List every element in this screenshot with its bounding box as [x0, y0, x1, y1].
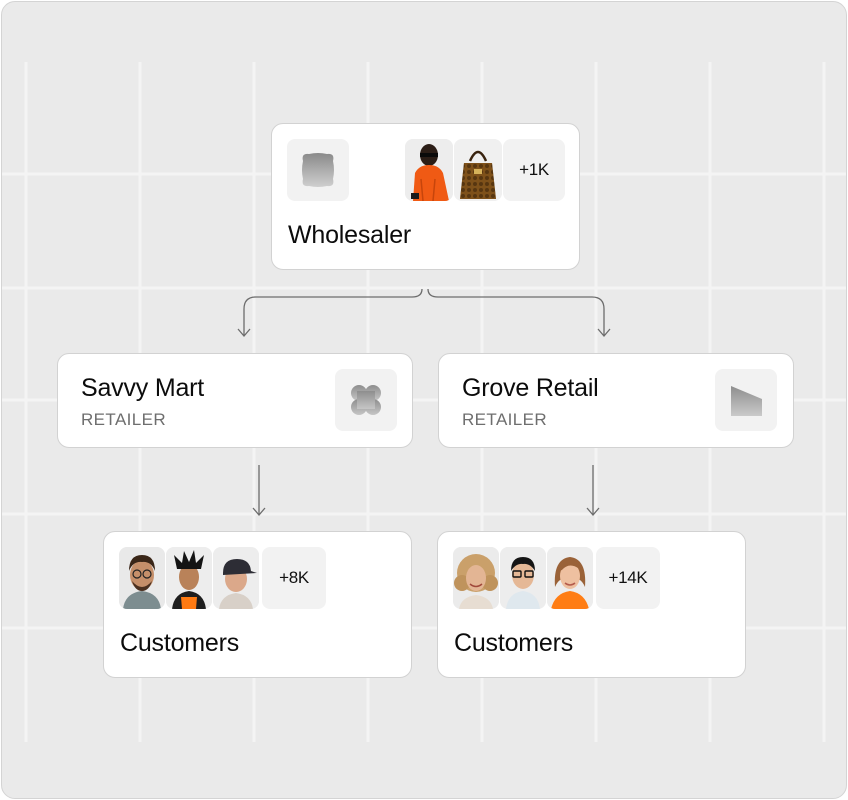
- photo-woman-orange-top: [547, 547, 593, 609]
- connector-wholesaler-to-savvy-mart: [243, 288, 423, 336]
- retailer-role: RETAILER: [81, 410, 167, 429]
- wholesaler-count-badge: +1K: [503, 139, 565, 201]
- photo-man-glasses-shirt: [500, 547, 546, 609]
- wholesaler-card[interactable]: +1K Wholesaler: [271, 123, 580, 270]
- customers-title: Customers: [120, 629, 240, 657]
- customers-card-grove-retail[interactable]: +14K Customers: [437, 531, 746, 678]
- retailer-card-savvy-mart[interactable]: Savvy Mart RETAILER: [57, 353, 413, 448]
- customers-count-badge: +8K: [262, 547, 326, 609]
- retailer-role: RETAILER: [462, 410, 548, 429]
- wholesaler-title: Wholesaler: [288, 221, 412, 249]
- blob-icon: [302, 153, 334, 187]
- photo-woman-spiky-hair-orange: [166, 547, 212, 609]
- retailer-name: Grove Retail: [462, 374, 599, 402]
- photo-man-cap: [213, 547, 259, 609]
- photo-woman-curly-blonde: [453, 547, 499, 609]
- customers-title: Customers: [454, 629, 574, 657]
- four-petal-icon: [351, 385, 381, 415]
- connector-wholesaler-to-grove-retail: [427, 288, 605, 336]
- wholesaler-logo-tile: [287, 139, 349, 201]
- photo-person-orange-jacket: [405, 139, 453, 201]
- retailer-logo-tile: [715, 369, 777, 431]
- customers-count-badge: +14K: [596, 547, 660, 609]
- photo-man-curly-hair-glasses: [119, 547, 165, 609]
- customers-card-savvy-mart[interactable]: +8K Customers: [103, 531, 412, 678]
- retailer-name: Savvy Mart: [81, 374, 205, 402]
- slanted-shape-icon: [731, 386, 762, 416]
- retailer-logo-tile: [335, 369, 397, 431]
- photo-leather-handbag: [454, 139, 502, 201]
- retailer-card-grove-retail[interactable]: Grove Retail RETAILER: [438, 353, 794, 448]
